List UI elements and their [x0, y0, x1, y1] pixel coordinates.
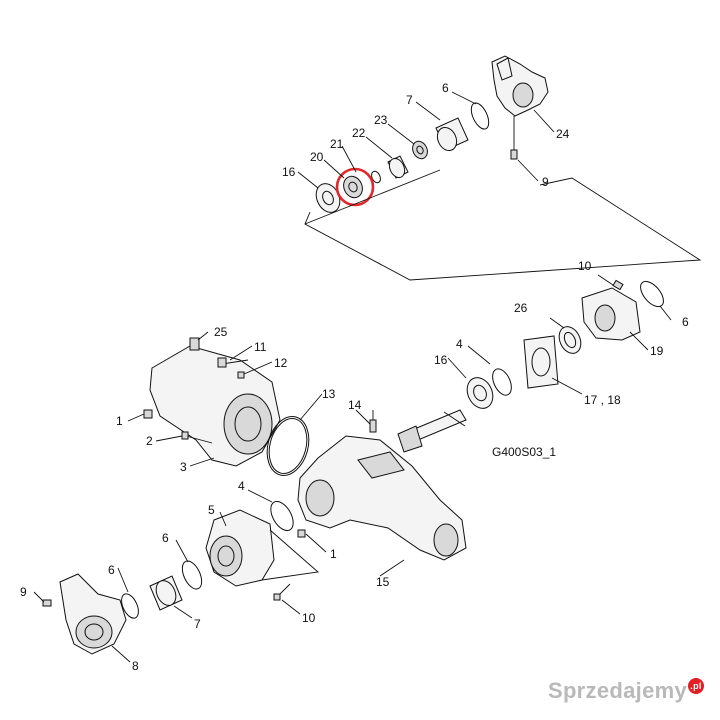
callout-13: 13	[322, 387, 336, 401]
callout-8: 8	[132, 659, 139, 673]
callout-22: 22	[352, 126, 366, 140]
callout-24: 24	[556, 127, 570, 141]
leader-lines	[33, 91, 672, 663]
gasket-part-17-18	[523, 335, 559, 389]
assembly-connector-lines-low	[261, 529, 320, 581]
callout-16-top: 16	[282, 165, 296, 179]
collar-part-26	[558, 326, 582, 354]
callout-12: 12	[274, 356, 288, 370]
bolt-part-25	[189, 337, 200, 351]
watermark-logo: Sprzedajemy.pl	[548, 678, 704, 704]
o-ring-part-13	[266, 416, 310, 476]
callout-4-mid: 4	[456, 337, 463, 351]
callout-21: 21	[330, 137, 344, 151]
callout-15: 15	[376, 575, 390, 589]
callout-1-low: 1	[330, 547, 337, 561]
callout-20: 20	[310, 150, 324, 164]
callout-9-top: 9	[542, 175, 549, 189]
callout-1-left: 1	[116, 414, 123, 428]
callout-23: 23	[374, 113, 388, 127]
callout-3: 3	[180, 460, 187, 474]
plug-part-1-left	[143, 409, 153, 419]
callout-labels: 24 6 7 23 22 21 20 16 9 10 26 6 19 4 16 …	[20, 81, 689, 673]
bolt-part-10-top	[597, 274, 624, 291]
spacer-part-22	[387, 155, 409, 179]
ring-part-6-low-2	[121, 593, 139, 619]
axle-housing-part-15	[297, 410, 467, 561]
plug-part-1-low	[297, 529, 306, 538]
bushing-part-7-top	[435, 117, 469, 152]
callout-25: 25	[214, 325, 228, 339]
bearing-part-21	[343, 175, 363, 199]
ring-part-6-mid	[640, 280, 664, 308]
callout-16-mid: 16	[434, 353, 448, 367]
callout-6-low: 6	[162, 531, 169, 545]
grease-nipple-part-9-low	[42, 599, 52, 607]
callout-5: 5	[208, 503, 215, 517]
assembly-connector-lines	[304, 169, 702, 281]
ring-part-6-low	[181, 560, 203, 590]
callout-9-low: 9	[20, 585, 27, 599]
nut-part-23	[412, 140, 428, 160]
housing-part-5	[205, 509, 275, 587]
watermark-text: Sprzedajemy	[547, 678, 687, 703]
highlight-circle	[335, 167, 375, 207]
ring-part-6-top	[470, 102, 490, 130]
callout-14: 14	[348, 398, 362, 412]
callout-6-top: 6	[442, 81, 449, 95]
pinion-shaft	[397, 409, 467, 453]
housing-part-3	[149, 345, 281, 467]
flange-housing-part-19	[581, 287, 641, 341]
bolt-part-2	[181, 431, 213, 444]
bolt-part-10-low	[273, 583, 291, 601]
bushing-part-7-low	[149, 575, 183, 611]
ring-part-4-mid	[492, 368, 512, 396]
callout-6-mid: 6	[682, 315, 689, 329]
callout-19: 19	[650, 344, 664, 358]
knuckle-part-24	[491, 55, 549, 160]
callout-10-top: 10	[578, 259, 592, 273]
ring-part-4-low	[270, 500, 294, 532]
callout-10-low: 10	[302, 611, 316, 625]
callout-7-top: 7	[406, 93, 413, 107]
callout-26: 26	[514, 301, 528, 315]
bolt-part-11-12	[217, 357, 249, 379]
callout-17-18: 17 , 18	[584, 393, 621, 407]
callout-4-low: 4	[238, 479, 245, 493]
callout-6-low-2: 6	[108, 563, 115, 577]
bearing-part-16-mid	[466, 377, 494, 409]
watermark-badge: .pl	[688, 678, 704, 694]
callout-7-low: 7	[194, 617, 201, 631]
knuckle-part-8	[59, 573, 127, 655]
callout-2: 2	[146, 434, 153, 448]
callout-11: 11	[254, 340, 267, 354]
drawing-code: G400S03_1	[492, 445, 556, 459]
